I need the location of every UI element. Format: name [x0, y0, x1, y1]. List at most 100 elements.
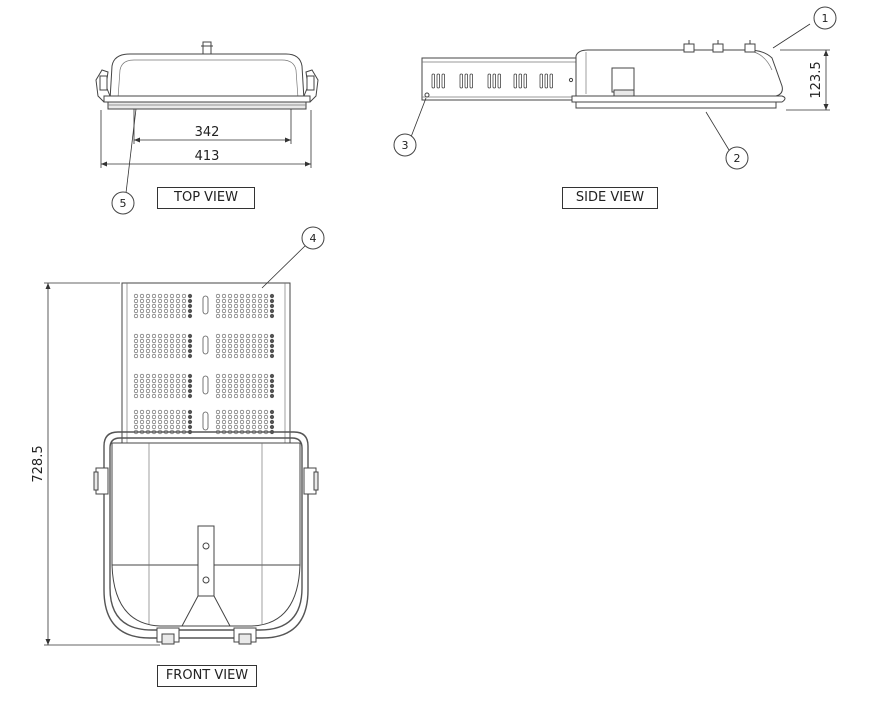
- perforation-hole: [233, 378, 239, 384]
- perforation-hole: [169, 424, 175, 430]
- perforation-hole: [133, 383, 139, 389]
- perforation-hole: [263, 343, 269, 349]
- perforation-hole: [221, 338, 227, 344]
- perforation-hole: [245, 313, 251, 319]
- perforation-hole: [187, 393, 193, 399]
- perforation-hole: [221, 343, 227, 349]
- perforation-hole: [269, 293, 275, 299]
- perforation-hole: [269, 373, 275, 379]
- perforation-hole: [169, 378, 175, 384]
- perforation-hole: [175, 353, 181, 359]
- perforation-hole: [233, 424, 239, 430]
- perforation-hole: [221, 414, 227, 420]
- perforation-hole: [257, 348, 263, 354]
- perforation-hole: [133, 424, 139, 430]
- center-slot: [202, 295, 209, 315]
- perforation-hole: [245, 383, 251, 389]
- perforation-hole: [187, 293, 193, 299]
- perforation-hole: [187, 303, 193, 309]
- perforation-hole: [169, 348, 175, 354]
- perforation-hole: [227, 373, 233, 379]
- perforation-hole: [269, 308, 275, 314]
- perforation-hole: [157, 293, 163, 299]
- side-slots: [431, 73, 553, 89]
- dim-728-5-label: 728.5: [31, 445, 46, 482]
- perforation-hole: [151, 313, 157, 319]
- perforation-hole: [163, 353, 169, 359]
- perforation-hole: [221, 383, 227, 389]
- perforation-hole: [257, 393, 263, 399]
- perforation-hole: [187, 373, 193, 379]
- perforation-hole: [227, 378, 233, 384]
- perforation-hole: [227, 409, 233, 415]
- perforation-hole: [269, 424, 275, 430]
- perforation-hole: [251, 338, 257, 344]
- perforation-hole: [251, 298, 257, 304]
- perforation-hole: [221, 313, 227, 319]
- perforation-hole: [145, 419, 151, 425]
- perforation-hole: [221, 298, 227, 304]
- perforation-hole: [169, 353, 175, 359]
- perforation-hole: [221, 293, 227, 299]
- perforation-hole: [215, 388, 221, 394]
- perforation-hole: [251, 388, 257, 394]
- perforation-hole: [245, 353, 251, 359]
- perforation-hole: [269, 343, 275, 349]
- perforation-hole: [163, 424, 169, 430]
- perforation-hole: [169, 409, 175, 415]
- perforation-hole: [251, 293, 257, 299]
- perforation-hole: [251, 383, 257, 389]
- perforation-hole: [269, 338, 275, 344]
- perforation-hole: [239, 393, 245, 399]
- perforation-hole: [181, 424, 187, 430]
- perforation-pattern: [133, 293, 275, 435]
- perforation-hole: [139, 419, 145, 425]
- perforation-hole: [245, 338, 251, 344]
- perforation-hole: [145, 343, 151, 349]
- perforation-hole: [239, 419, 245, 425]
- callout-5-number: 5: [120, 197, 127, 210]
- perforation-hole: [251, 303, 257, 309]
- perforation-hole: [251, 373, 257, 379]
- perforation-hole: [139, 388, 145, 394]
- perforation-hole: [145, 348, 151, 354]
- perforation-hole: [251, 414, 257, 420]
- perforation-hole: [257, 303, 263, 309]
- perforation-hole: [227, 419, 233, 425]
- perforation-hole: [269, 333, 275, 339]
- perforation-hole: [181, 419, 187, 425]
- perforation-hole: [257, 373, 263, 379]
- perforation-hole: [251, 393, 257, 399]
- perforation-hole: [257, 409, 263, 415]
- perforation-hole: [169, 308, 175, 314]
- perforation-hole: [163, 414, 169, 420]
- perforation-hole: [175, 293, 181, 299]
- perforation-hole: [187, 338, 193, 344]
- perforation-hole: [163, 333, 169, 339]
- perforation-hole: [133, 343, 139, 349]
- perforation-hole: [257, 414, 263, 420]
- perforation-hole: [215, 303, 221, 309]
- perforation-hole: [221, 409, 227, 415]
- perforation-hole: [239, 414, 245, 420]
- perforation-hole: [151, 348, 157, 354]
- perforation-hole: [145, 414, 151, 420]
- perforation-hole: [157, 353, 163, 359]
- top-view-drawing: [95, 41, 319, 194]
- perforation-hole: [215, 409, 221, 415]
- perforation-hole: [151, 303, 157, 309]
- perforation-hole: [239, 343, 245, 349]
- perforation-hole: [175, 419, 181, 425]
- perforation-hole: [157, 378, 163, 384]
- vent-slot: [523, 73, 527, 89]
- perforation-hole: [245, 414, 251, 420]
- perforation-hole: [187, 343, 193, 349]
- perforation-hole: [227, 424, 233, 430]
- perforation-hole: [233, 303, 239, 309]
- perforation-hole: [169, 373, 175, 379]
- perforation-hole: [151, 388, 157, 394]
- callout-5: 5: [111, 191, 135, 215]
- vent-slot: [436, 73, 440, 89]
- perforation-hole: [133, 353, 139, 359]
- perforation-hole: [227, 303, 233, 309]
